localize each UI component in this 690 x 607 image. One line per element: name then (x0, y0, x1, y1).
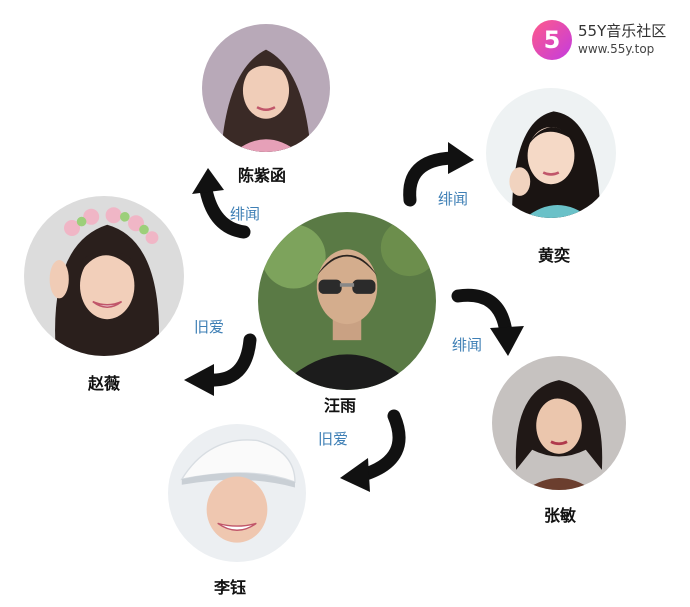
watermark-logo-icon: 5 (532, 20, 572, 60)
portrait-center (258, 212, 436, 390)
watermark-title: 55Y音乐社区 (578, 22, 667, 40)
arrow-to-li-icon (336, 408, 416, 492)
name-chen: 陈紫函 (238, 166, 287, 185)
relation-label-huang: 绯闻 (438, 190, 469, 208)
watermark-url: www.55y.top (578, 42, 655, 56)
portrait-huang (486, 88, 616, 218)
portrait-zhang (492, 356, 626, 490)
relation-label-zhang: 绯闻 (452, 336, 483, 354)
portrait-zhao (24, 196, 184, 356)
name-zhao: 赵薇 (88, 374, 121, 393)
arrow-to-chen-icon (184, 168, 254, 248)
name-center: 汪雨 (324, 396, 357, 415)
watermark: 5 55Y音乐社区 www.55y.top (532, 18, 682, 64)
name-li: 李钰 (214, 578, 247, 597)
name-zhang: 张敏 (544, 506, 577, 525)
arrow-to-zhang-icon (450, 280, 530, 358)
relation-label-zhao: 旧爱 (194, 318, 225, 336)
relation-label-li: 旧爱 (318, 430, 349, 448)
arrow-to-zhao-icon (180, 333, 260, 398)
name-huang: 黄奕 (538, 246, 571, 265)
arrow-to-huang-icon (396, 138, 476, 210)
portrait-chen (202, 24, 330, 152)
portrait-li (168, 424, 306, 562)
relation-label-chen: 绯闻 (230, 205, 261, 223)
